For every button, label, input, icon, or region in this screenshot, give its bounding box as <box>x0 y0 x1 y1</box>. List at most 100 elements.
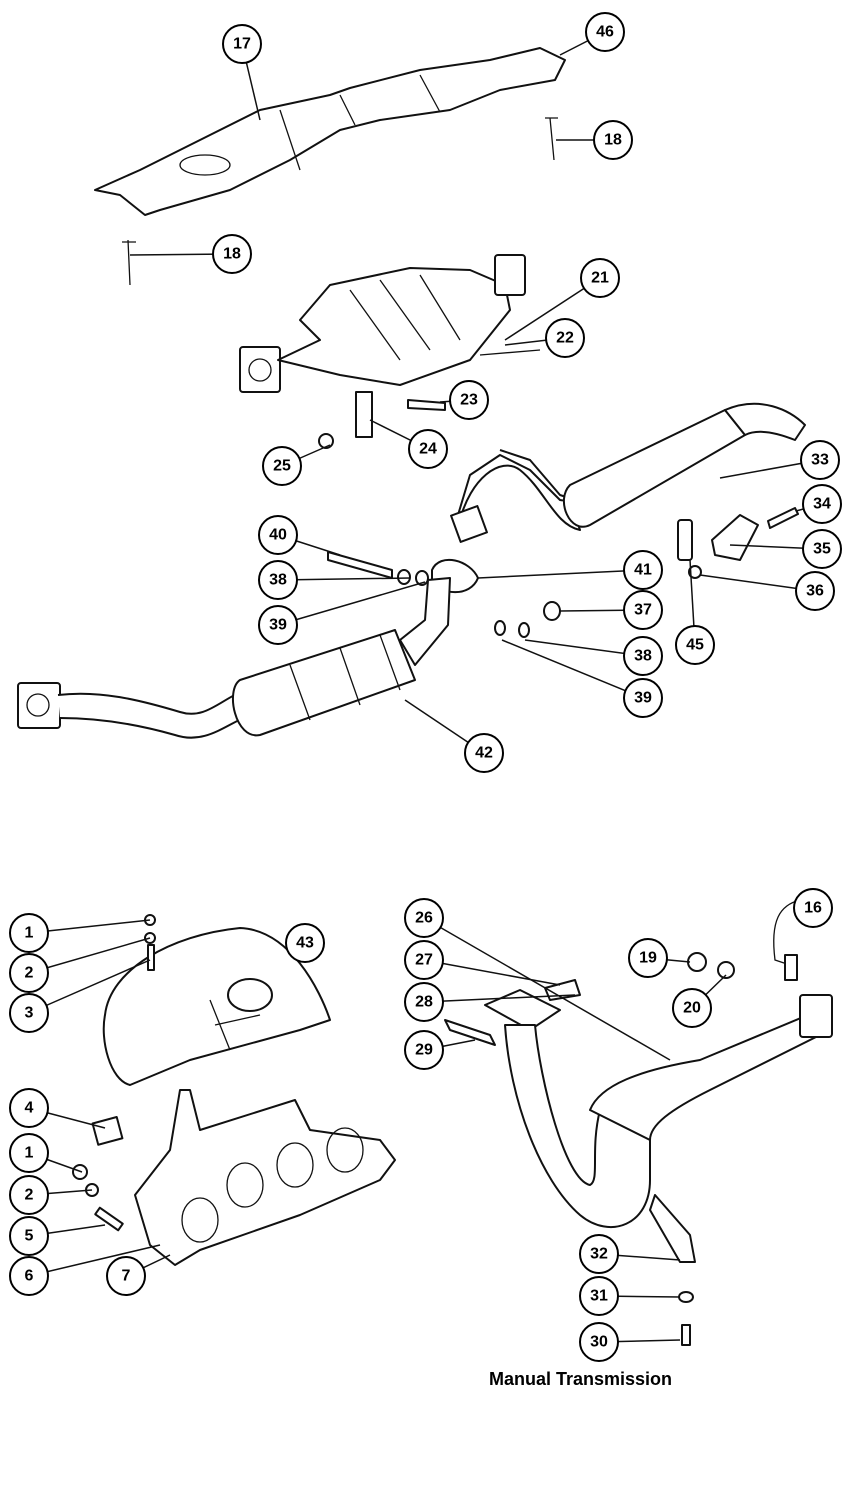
front-pipe-with-converter-part <box>17 577 451 739</box>
callout-circle <box>9 1088 49 1128</box>
leader-line <box>28 937 151 974</box>
callout-bubble: 39 <box>623 678 663 718</box>
callout-bubble: 34 <box>802 484 842 524</box>
callout-number: 2 <box>25 1187 34 1204</box>
callout-bubble: 27 <box>404 940 444 980</box>
callout-number: 5 <box>25 1228 34 1245</box>
rivet-part <box>122 117 558 286</box>
callout-number: 26 <box>415 910 433 927</box>
callout-bubble: 19 <box>628 938 668 978</box>
callout-bubble: 24 <box>408 429 448 469</box>
callout-circle <box>579 1322 619 1362</box>
callout-number: 38 <box>634 648 652 665</box>
callout-circle <box>9 953 49 993</box>
callout-circle <box>464 733 504 773</box>
leader-line <box>277 581 426 626</box>
callout-number: 22 <box>556 330 574 347</box>
leader-line <box>501 639 644 699</box>
callout-number: 28 <box>415 994 433 1011</box>
callout-bubble: 29 <box>404 1030 444 1070</box>
callout-bubble: 43 <box>285 923 325 963</box>
callout-circle <box>580 258 620 298</box>
callout-number: 34 <box>813 496 831 513</box>
callout-circle <box>404 898 444 938</box>
callout-bubble: 41 <box>623 550 663 590</box>
callout-bubble: 20 <box>672 988 712 1028</box>
callout-number: 39 <box>634 690 652 707</box>
callout-number: 18 <box>604 132 622 149</box>
callout-bubble: 4 <box>9 1088 49 1128</box>
catalytic-converter-part <box>239 254 541 449</box>
callout-number: 39 <box>269 617 287 634</box>
callout-circle <box>628 938 668 978</box>
leader-line <box>423 994 576 1003</box>
callout-bubble: 45 <box>675 625 715 665</box>
callout-bubble: 16 <box>793 888 833 928</box>
leader-line <box>277 577 411 581</box>
callout-circle <box>672 988 712 1028</box>
callout-bubble: 37 <box>623 590 663 630</box>
callout-circle <box>793 888 833 928</box>
callout-bubble: 2 <box>9 1175 49 1215</box>
callout-bubble: 39 <box>258 605 298 645</box>
callout-number: 29 <box>415 1042 433 1059</box>
callout-number: 16 <box>804 900 822 917</box>
callout-circle <box>802 529 842 569</box>
callout-number: 37 <box>634 602 652 619</box>
callout-bubble: 33 <box>800 440 840 480</box>
callout-number: 35 <box>813 541 831 558</box>
callout-circle <box>449 380 489 420</box>
callout-bubble: 23 <box>449 380 489 420</box>
callout-bubble: 35 <box>802 529 842 569</box>
callout-number: 41 <box>634 562 652 579</box>
callout-circle <box>585 12 625 52</box>
callout-bubble: 18 <box>212 234 252 274</box>
callout-bubble: 3 <box>9 993 49 1033</box>
leader-line <box>28 919 151 934</box>
callout-circle <box>593 120 633 160</box>
callout-bubble: 17 <box>222 24 262 64</box>
callout-circle <box>258 605 298 645</box>
callout-number: 7 <box>122 1268 131 1285</box>
callout-bubble: 6 <box>9 1256 49 1296</box>
callout-number: 36 <box>806 583 824 600</box>
callout-circle <box>222 24 262 64</box>
callout-number: 25 <box>273 458 291 475</box>
callout-number: 32 <box>590 1246 608 1263</box>
callout-bubble: 2 <box>9 953 49 993</box>
callout-circle <box>802 484 842 524</box>
callout-bubble: 1 <box>9 1133 49 1173</box>
callout-circle <box>9 1256 49 1296</box>
callout-bubble: 7 <box>106 1256 146 1296</box>
callout-circle <box>9 1216 49 1256</box>
callout-bubble: 42 <box>464 733 504 773</box>
callout-number: 46 <box>596 24 614 41</box>
diagram-caption: Manual Transmission <box>489 1369 673 1389</box>
callout-bubble: 32 <box>579 1234 619 1274</box>
callout-bubble: 40 <box>258 515 298 555</box>
callout-circle <box>404 982 444 1022</box>
callout-circle <box>623 550 663 590</box>
rear-muffler-part <box>450 402 806 543</box>
callout-bubble: 38 <box>258 560 298 600</box>
callout-circle <box>545 318 585 358</box>
downpipe-part <box>444 899 833 1346</box>
callout-bubble: 5 <box>9 1216 49 1256</box>
callout-number: 18 <box>223 246 241 263</box>
callout-number: 1 <box>25 1145 34 1162</box>
mounting-hardware-part <box>327 507 799 638</box>
callout-bubble: 28 <box>404 982 444 1022</box>
callout-bubble: 1 <box>9 913 49 953</box>
callout-circle <box>800 440 840 480</box>
leader-line <box>477 569 644 579</box>
callout-circle <box>9 1175 49 1215</box>
callout-circle <box>404 1030 444 1070</box>
callout-number: 2 <box>25 965 34 982</box>
callout-bubble: 46 <box>585 12 625 52</box>
callout-bubble: 31 <box>579 1276 619 1316</box>
heat-shield-part <box>94 47 566 216</box>
callout-number: 17 <box>233 36 251 53</box>
callout-number: 3 <box>25 1005 34 1022</box>
callout-circle <box>9 993 49 1033</box>
